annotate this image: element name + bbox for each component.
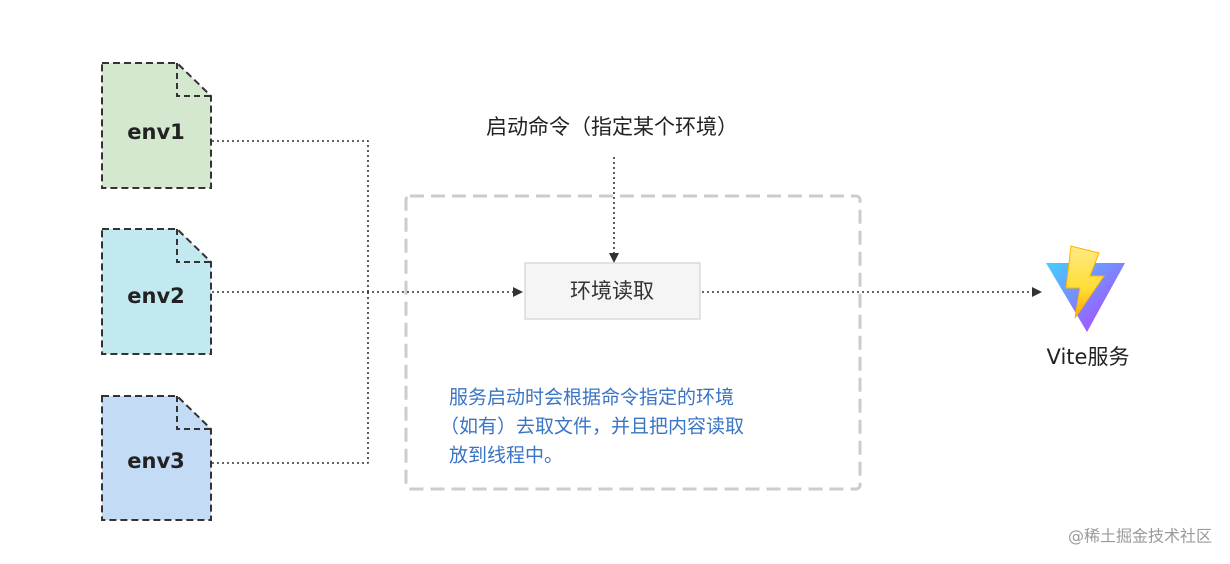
file-label-env2: env2 [127,284,185,308]
connector-env1 [212,140,369,292]
note-line-1: 服务启动时会根据命令指定的环境 [449,387,734,409]
process-group-boundary [404,194,862,491]
process-box [524,262,701,320]
file-fold-icon [176,63,211,97]
service-label: Vite服务 [1047,345,1130,369]
file-env2: env2 [101,228,212,355]
note-line-2: （如有）去取文件，并且把内容读取 [440,416,744,438]
file-env1: env1 [101,62,212,189]
watermark: @稀土掘金技术社区 [1068,527,1212,546]
process-label: 环境读取 [570,279,654,303]
note: 服务启动时会根据命令指定的环境 （如有）去取文件，并且把内容读取 放到线程中。 [440,387,744,467]
file-icon [101,228,212,355]
file-fold-icon [176,229,211,263]
connector-env3 [212,292,369,464]
file-env3: env3 [101,395,212,521]
file-connectors [212,140,523,464]
process-node: 环境读取 [524,262,701,320]
file-fold-icon [176,396,211,430]
note-line-3: 放到线程中。 [449,445,563,467]
file-icon [101,62,212,189]
command-label: 启动命令（指定某个环境） [486,115,738,139]
file-label-env1: env1 [127,120,185,144]
service-node: Vite服务 [1046,245,1130,369]
vite-logo-icon [1046,245,1125,332]
file-label-env3: env3 [127,449,185,473]
file-icon [101,395,212,521]
